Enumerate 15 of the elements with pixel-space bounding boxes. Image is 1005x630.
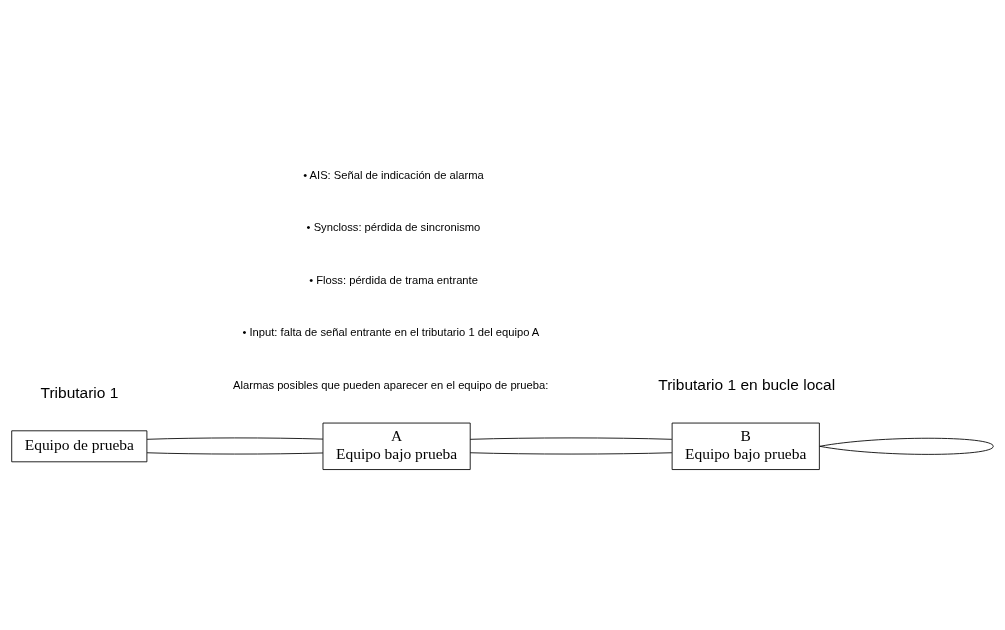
label: • AIS: Señal de indicación de alarma (303, 168, 484, 181)
label: • Floss: pérdida de trama entrante (309, 273, 478, 286)
connector (819, 437, 994, 455)
label: Tributario 1 (40, 383, 119, 401)
connector (469, 437, 673, 440)
label: Alarmas posibles que pueden aparecer en el equipo de prueba: (233, 378, 549, 391)
connector (146, 437, 324, 440)
label: Tributario 1 en bucle local (658, 375, 836, 393)
label: • Syncloss: pérdida de sincronismo (306, 221, 481, 234)
node-box: B Equipo bajo prueba (671, 422, 820, 470)
label: • Input: falta de señal entrante en el tributario 1 del equipo A (242, 326, 540, 339)
connector (146, 452, 324, 455)
connector (469, 452, 673, 455)
node-box: A Equipo bajo prueba (322, 422, 471, 470)
node-box: Equipo de prueba (11, 430, 148, 463)
